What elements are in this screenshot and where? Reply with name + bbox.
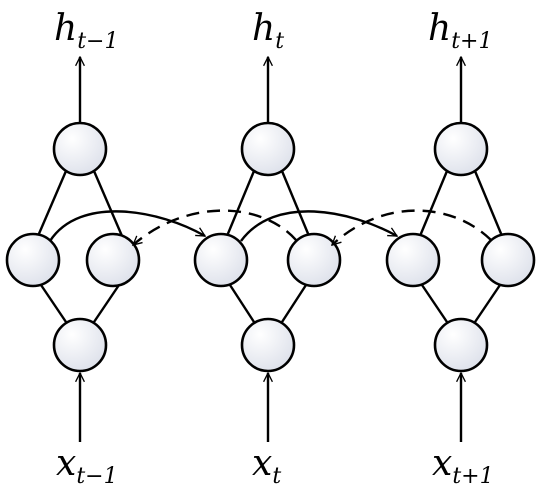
edge [40,284,67,323]
forward-recurrent-arrow [48,210,205,242]
backward-hidden-node [286,232,342,288]
output-label-t-plus-1: ht+1 [428,8,492,54]
block-t-plus-1 [385,57,536,442]
output-node [433,121,489,177]
backward-hidden-node [480,232,536,288]
block-t [193,57,342,442]
output-label-t: ht [252,8,284,54]
edge [418,170,449,237]
input-label-t: xt [252,443,281,489]
backward-recurrent-arrow [332,209,492,245]
edge [92,170,124,237]
edge [280,170,311,237]
edge [93,284,120,323]
input-label-t-minus-1: xt−1 [56,443,118,489]
output-node [52,121,108,177]
edge [228,284,256,323]
edge [474,284,501,323]
backward-recurrent-arrow [133,209,297,245]
edge [280,284,308,323]
backward-hidden-node [85,232,141,288]
edge [421,284,448,323]
output-node [240,121,296,177]
forward-hidden-node [5,232,61,288]
input-node [240,317,296,373]
input-node [433,317,489,373]
edge [473,170,504,237]
forward-hidden-node [193,232,249,288]
block-t-minus-1 [5,57,141,442]
forward-recurrent-arrow [240,210,397,242]
edge [36,170,68,237]
edge [225,170,256,237]
input-label-t-plus-1: xt+1 [432,443,494,489]
forward-hidden-node [385,232,441,288]
input-node [52,317,108,373]
output-label-t-minus-1: ht−1 [54,8,118,54]
